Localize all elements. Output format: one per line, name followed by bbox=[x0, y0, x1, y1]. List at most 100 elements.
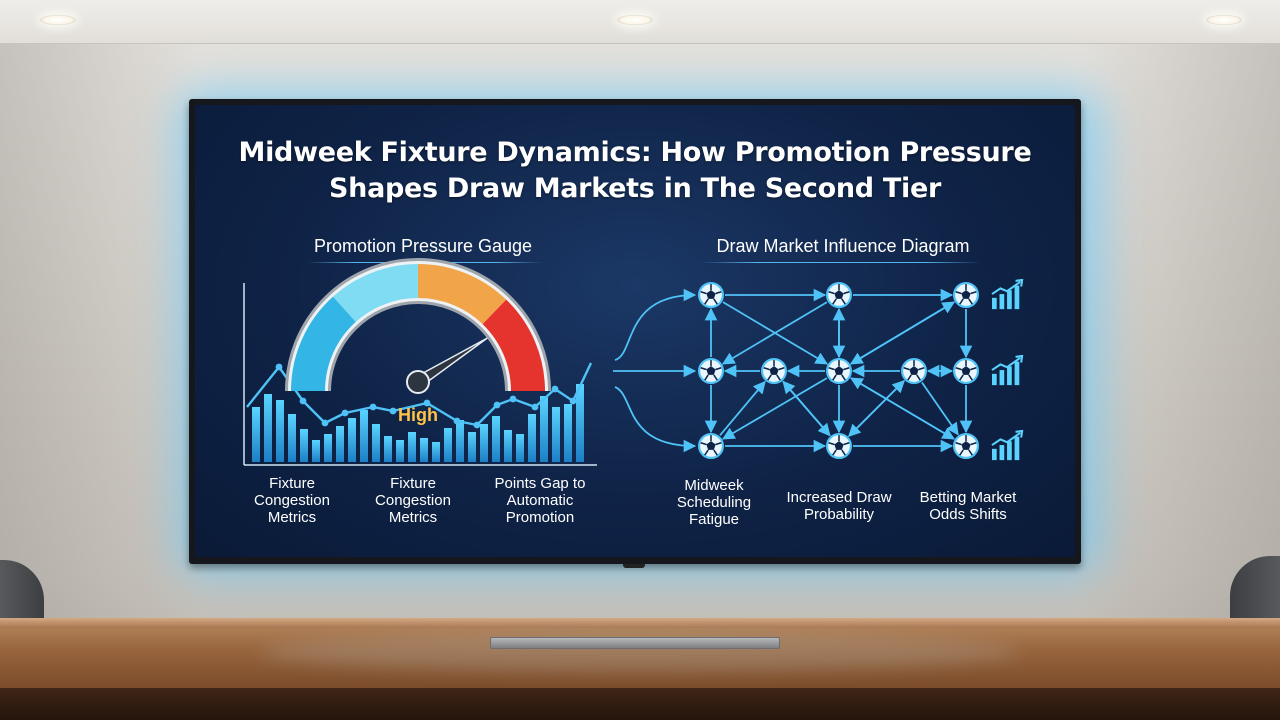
pressure-bar bbox=[480, 424, 488, 462]
soccer-ball-icon bbox=[826, 358, 852, 384]
pressure-bar bbox=[252, 407, 260, 462]
ceiling-light-icon bbox=[40, 15, 76, 25]
pressure-bar bbox=[420, 438, 428, 462]
pressure-bar bbox=[432, 442, 440, 462]
ceiling-light-icon bbox=[1206, 15, 1242, 25]
caption-line: Probability bbox=[803, 506, 875, 523]
pressure-bar bbox=[516, 434, 524, 462]
diagram-panel-heading: Draw Market Influence Diagram bbox=[716, 236, 970, 256]
trending-bars-icon bbox=[991, 430, 1024, 462]
trend-point bbox=[509, 395, 517, 403]
pressure-bar bbox=[456, 420, 464, 462]
caption-line: Fatigue bbox=[688, 511, 740, 528]
caption-line: Metrics bbox=[388, 509, 438, 526]
trend-point bbox=[389, 407, 397, 415]
caption-line: Odds Shifts bbox=[929, 506, 1007, 523]
pressure-bar bbox=[504, 430, 512, 462]
tv-sensor bbox=[623, 564, 645, 568]
soccer-ball-icon bbox=[953, 433, 979, 459]
influence-arrow bbox=[921, 381, 959, 436]
soccer-ball-icon bbox=[698, 282, 724, 308]
trend-point bbox=[275, 363, 283, 371]
pressure-bar bbox=[360, 410, 368, 462]
infographic-graphics: High bbox=[243, 258, 1024, 466]
ceiling-light-icon bbox=[617, 15, 653, 25]
trending-bars-icon bbox=[991, 355, 1024, 387]
caption-line: Points Gap to bbox=[494, 475, 586, 492]
caption-midweek-fatigue: Midweek Scheduling Fatigue bbox=[677, 477, 751, 528]
influence-arrow bbox=[849, 301, 955, 365]
caption-line: Midweek bbox=[684, 477, 744, 494]
pressure-bar bbox=[324, 434, 332, 462]
caption-line: Fixture bbox=[390, 475, 436, 492]
caption-line: Congestion bbox=[254, 492, 330, 509]
pressure-bar bbox=[276, 400, 284, 462]
pressure-bar bbox=[348, 418, 356, 462]
pressure-bar bbox=[528, 414, 536, 462]
pressure-bar bbox=[564, 404, 572, 462]
wall-shadow bbox=[1080, 44, 1280, 624]
table-front-edge bbox=[0, 688, 1280, 720]
trend-point bbox=[321, 419, 329, 427]
soccer-ball-icon bbox=[761, 358, 787, 384]
trend-point bbox=[341, 409, 349, 417]
wall-mounted-tv: Midweek Fixture Dynamics: How Promotion … bbox=[189, 99, 1081, 568]
wall-shadow bbox=[0, 44, 200, 624]
pressure-bar bbox=[468, 432, 476, 462]
pressure-bar bbox=[540, 396, 548, 462]
gauge-segment-blue bbox=[291, 296, 357, 392]
trend-point bbox=[569, 397, 577, 405]
pressure-bar bbox=[300, 429, 308, 462]
trending-bars-icon bbox=[991, 279, 1024, 311]
influence-arrow bbox=[721, 301, 828, 365]
slide-title: Midweek Fixture Dynamics: How Promotion … bbox=[195, 135, 1075, 207]
trend-point bbox=[473, 421, 481, 429]
diagram-panel-divider bbox=[701, 262, 981, 263]
table-surface-edge bbox=[0, 618, 1280, 628]
caption-line: Fixture bbox=[269, 475, 315, 492]
gauge-segment-orange bbox=[417, 264, 507, 325]
pressure-bar bbox=[396, 440, 404, 462]
caption-points-gap: Points Gap to Automatic Promotion bbox=[495, 475, 586, 526]
trend-point bbox=[369, 403, 377, 411]
pressure-bar bbox=[384, 436, 392, 462]
caption-fixture-congestion-1: Fixture Congestion Metrics bbox=[254, 475, 330, 526]
pressure-bar bbox=[372, 424, 380, 462]
pressure-gauge: High bbox=[285, 258, 551, 425]
pressure-bar bbox=[408, 432, 416, 462]
pressure-bar bbox=[288, 414, 296, 462]
pressure-bar bbox=[444, 428, 452, 462]
influence-arrow bbox=[782, 380, 831, 436]
soccer-ball-icon bbox=[826, 433, 852, 459]
gauge-segment-red bbox=[482, 299, 545, 392]
tv-screen: Midweek Fixture Dynamics: How Promotion … bbox=[195, 105, 1075, 557]
gauge-panel-heading: Promotion Pressure Gauge bbox=[313, 236, 533, 256]
caption-fixture-congestion-2: Fixture Congestion Metrics bbox=[375, 475, 451, 526]
gauge-chart-axes bbox=[243, 283, 597, 466]
influence-trend-icons bbox=[991, 279, 1024, 462]
incoming-arrow bbox=[614, 288, 697, 361]
influence-arrow bbox=[848, 380, 905, 437]
gauge-segment-cyan bbox=[333, 264, 419, 323]
influence-arrow bbox=[850, 377, 955, 440]
pressure-trend-line bbox=[246, 362, 593, 427]
caption-line: Metrics bbox=[267, 509, 317, 526]
caption-odds-shifts: Betting Market Odds Shifts bbox=[920, 489, 1017, 523]
gauge-hub bbox=[406, 370, 430, 394]
soccer-ball-icon bbox=[698, 358, 724, 384]
pressure-bar bbox=[312, 440, 320, 462]
influence-arrow bbox=[719, 380, 766, 436]
soccer-ball-icon bbox=[901, 358, 927, 384]
caption-line: Promotion bbox=[505, 509, 575, 526]
trend-point bbox=[423, 399, 431, 407]
caption-line: Congestion bbox=[375, 492, 451, 509]
pressure-bar bbox=[552, 407, 560, 462]
caption-line: Scheduling bbox=[676, 494, 752, 511]
table-cable-port bbox=[490, 637, 780, 649]
trend-point bbox=[453, 417, 461, 425]
trend-point bbox=[551, 385, 559, 393]
trend-point bbox=[493, 401, 501, 409]
soccer-ball-icon bbox=[698, 433, 724, 459]
influence-diagram-arrows bbox=[613, 288, 973, 453]
